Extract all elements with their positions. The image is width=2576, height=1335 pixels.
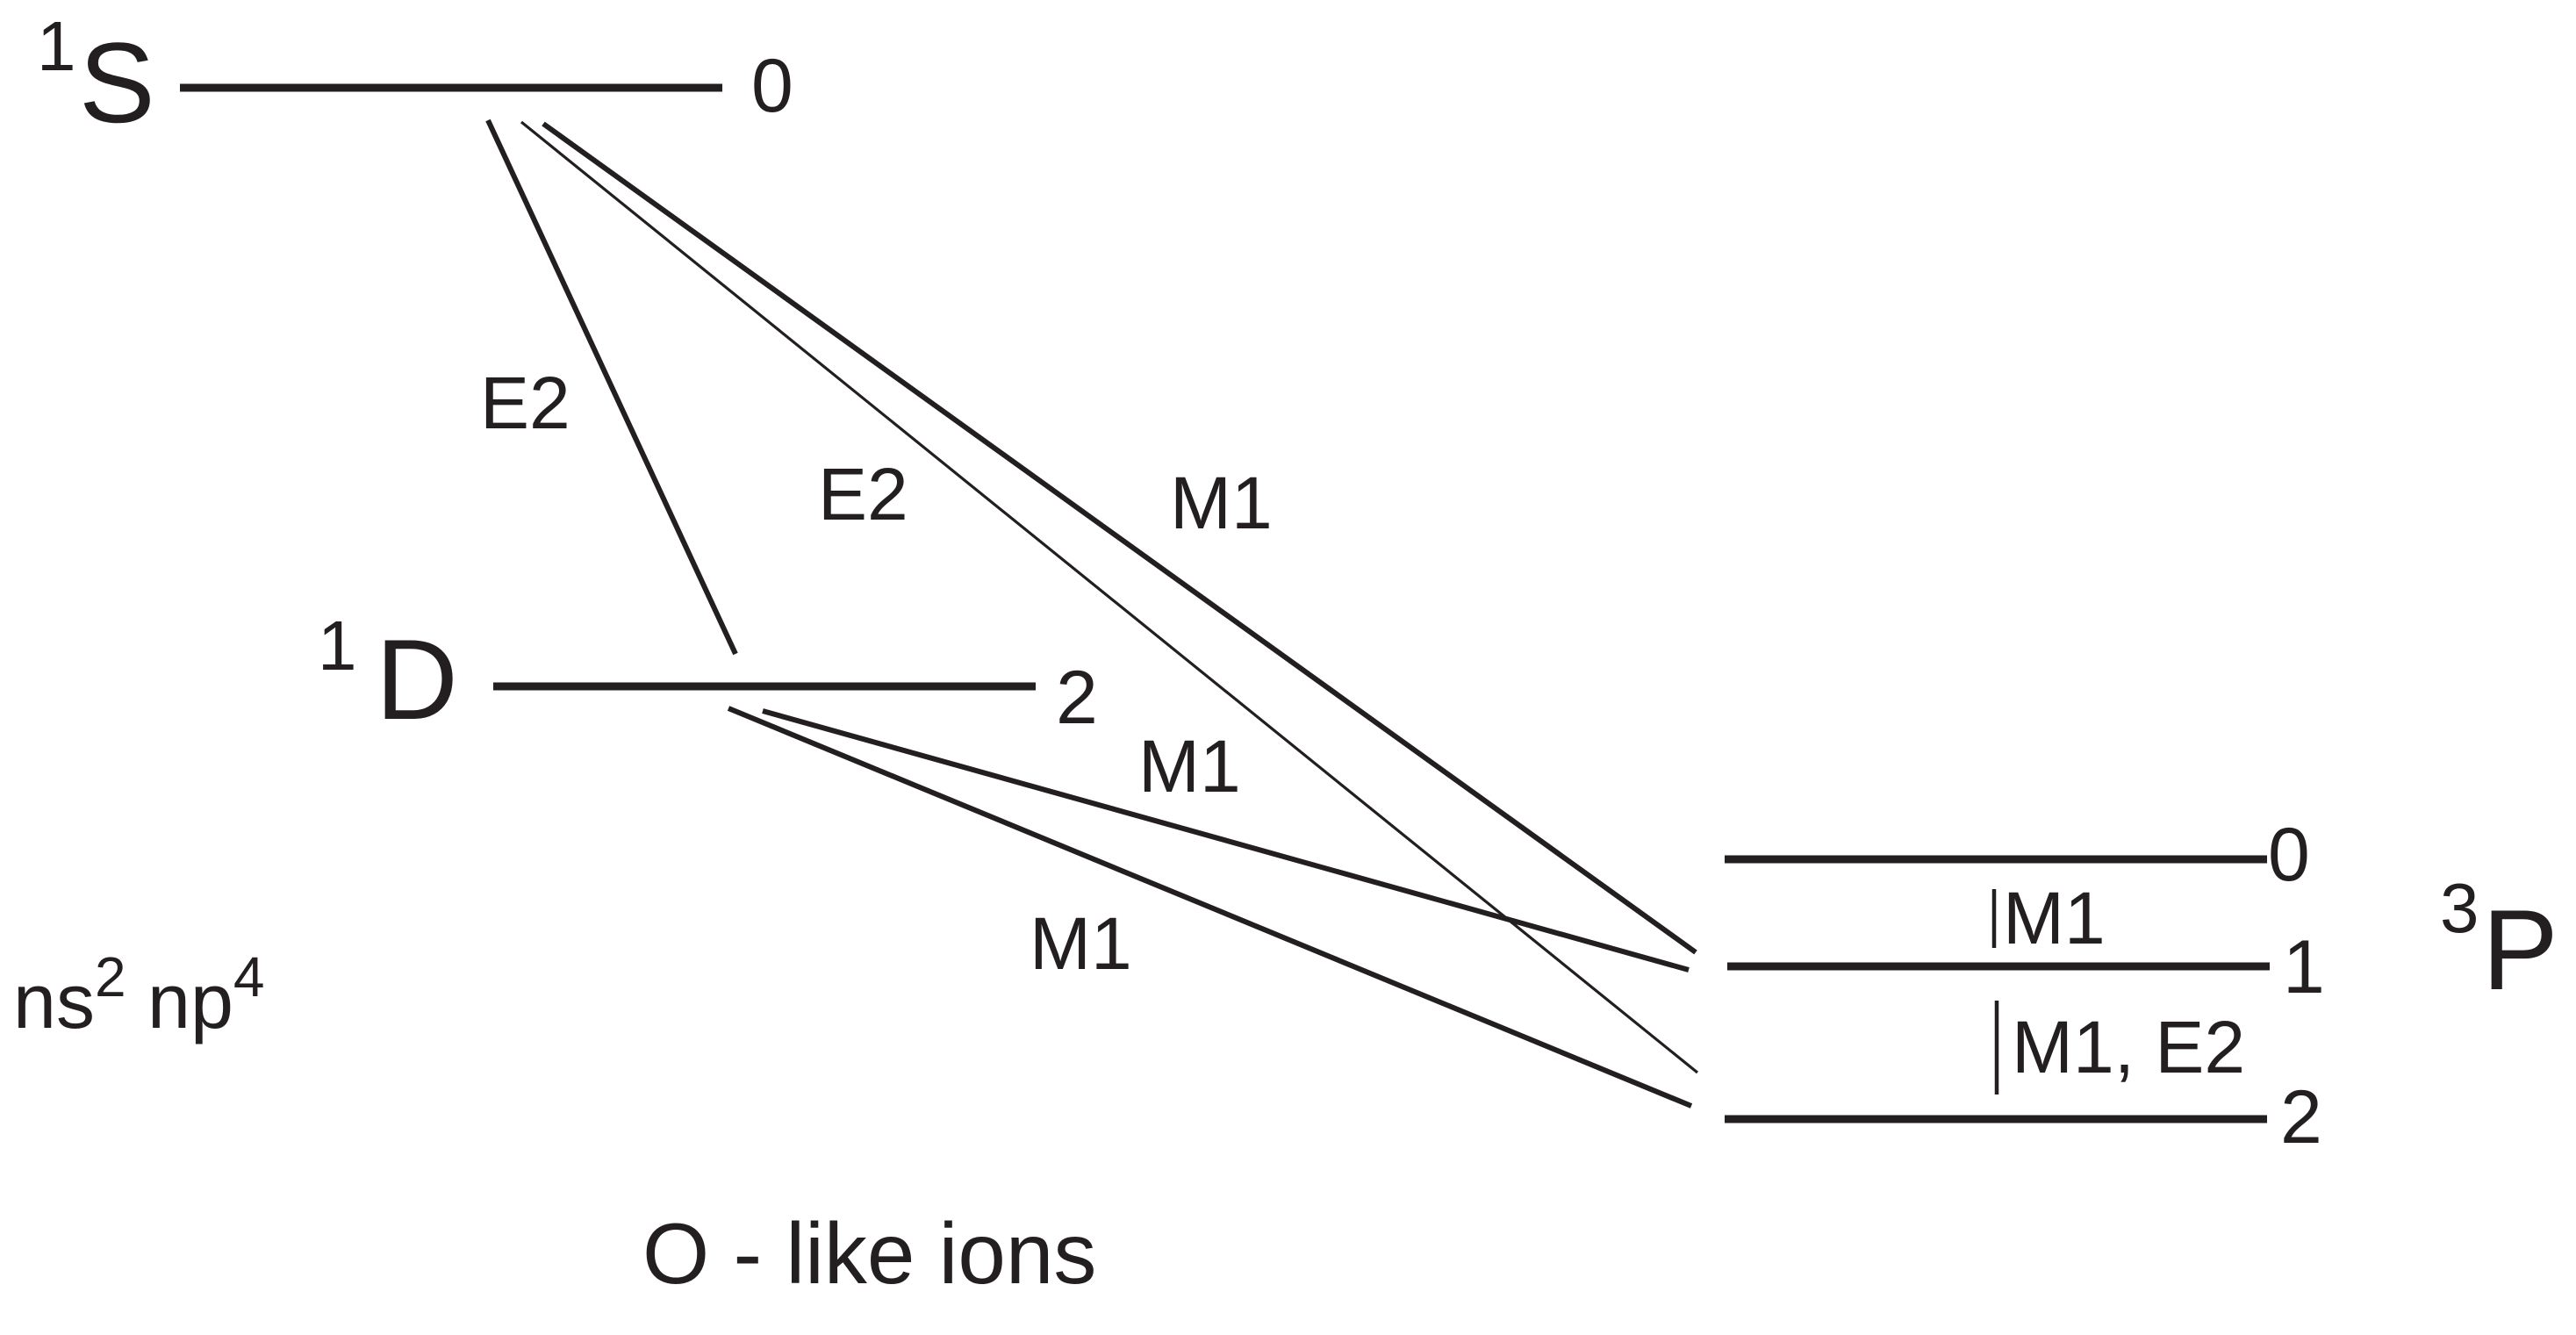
level-1d-multiplicity: 1 [318,606,357,685]
level-3p-j0: 0 [2268,813,2310,897]
diagram-caption: O - like ions [642,1205,1096,1302]
transition-line-s-to-p1 [542,121,1697,955]
level-1s-letter: S [79,18,155,147]
level-1d-letter: D [376,615,458,743]
level-3p-j1: 1 [2283,925,2325,1009]
transition-line-s-to-p2 [520,120,1699,1074]
configuration-mid: np [126,958,233,1044]
transition-label-s-to-d: E2 [480,362,570,444]
transition-line-s-to-d [485,118,738,656]
level-1d-j: 2 [1056,656,1098,740]
level-3p-j2: 2 [2280,1075,2322,1159]
transition-label-s-to-p1: M1 [1170,462,1273,544]
level-3p-letter: P [2482,886,2558,1014]
transition-label-p0-to-p1: M1 [2003,877,2106,959]
level-1s-j: 0 [751,44,793,128]
electron-configuration: ns2 np4 [13,945,264,1044]
configuration-exp2: 4 [233,945,265,1008]
configuration-base: ns [13,958,95,1044]
level-3p-multiplicity: 3 [2440,869,2479,947]
level-1s-multiplicity: 1 [37,7,76,85]
transition-label-d-to-p2: M1 [1030,902,1132,985]
transition-line-d-to-p2 [727,706,1693,1109]
configuration-exp1: 2 [95,945,126,1008]
transition-line-d-to-p1 [762,708,1690,973]
transition-label-d-to-p1: M1 [1138,725,1241,807]
transition-label-p1-to-p2: M1, E2 [2012,1006,2245,1088]
transition-label-s-to-p2: E2 [818,453,908,535]
